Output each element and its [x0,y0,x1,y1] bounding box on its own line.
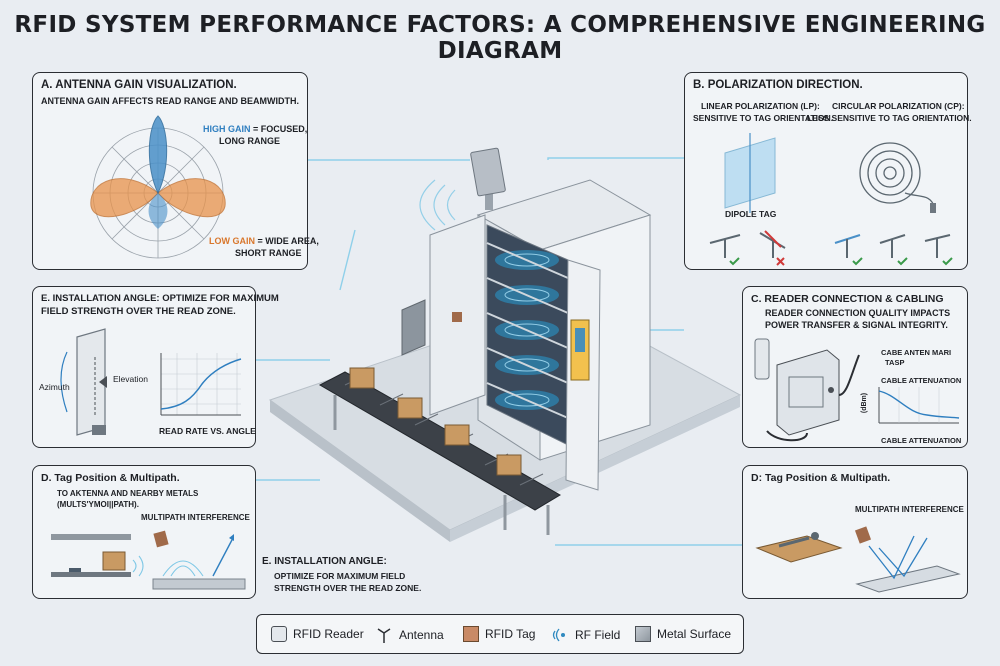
panel-d1-line2: (MULTS'YMOI||PATH). [57,500,139,509]
azimuth-label: Azimuth [39,382,70,392]
legend-reader: RFID Reader [271,626,364,642]
metal-swatch [635,626,651,642]
panel-c-line2: POWER TRANSFER & SIGNAL INTEGRITY. [765,320,948,330]
low-gain-label: LOW GAIN = WIDE AREA, [209,236,319,246]
antenna-angle-illustration [60,328,107,436]
panel-tag-position-left: D. Tag Position & Multipath. TO AKTENNA … [32,465,256,599]
panel-d2-interference: MULTIPATH INTERFERENCE [855,505,964,514]
cable-label-2: TASP [885,358,905,367]
panel-d1-interference: MULTIPATH INTERFERENCE [141,513,250,522]
panel-d2-title: D: Tag Position & Multipath. [751,472,891,484]
panel-c-title: C. READER CONNECTION & CABLING [751,293,944,305]
panel-tag-position-right: D: Tag Position & Multipath. MULTIPATH I… [742,465,968,599]
circular-line2: LESS SENSITIVE TO TAG ORIENTATION. [807,113,972,123]
page-title: RFID SYSTEM PERFORMANCE FACTORS: A COMPR… [14,12,986,64]
panel-reader-connection: C. READER CONNECTION & CABLING READER CO… [742,286,968,448]
elevation-label: Elevation [113,374,148,384]
cable-attenuation-bottom: CABLE ATTENUATION [881,436,962,445]
panel-e2-title: E. INSTALLATION ANGLE: [262,556,387,567]
attenuation-chart [878,387,960,424]
high-gain-label: HIGH GAIN = FOCUSED, [203,124,308,134]
panel-e1-title: E. INSTALLATION ANGLE: OPTIMIZE FOR MAXI… [41,293,279,304]
legend-field: RF Field [551,626,620,644]
multipath-illustration-left [51,530,246,590]
panel-a-title: A. ANTENNA GAIN VISUALIZATION. [41,79,237,91]
cable-label-1: CABE ANTEN MARI [881,348,952,357]
panel-e2-line2: STRENGTH OVER THE READ ZONE. [274,583,422,593]
panel-b-title: B. POLARIZATION DIRECTION. [693,79,863,91]
tag-swatch [463,626,479,642]
panel-e2-line1: OPTIMIZE FOR MAXIMUM FIELD [274,571,406,581]
high-gain-lobe [148,115,168,195]
multipath-illustration-right [755,526,961,593]
panel-a-subtitle: ANTENNA GAIN AFFECTS READ RANGE AND BEAM… [41,96,299,106]
connector-lines [256,157,742,546]
reader-cabling-illustration [754,338,860,442]
panel-antenna-gain: A. ANTENNA GAIN VISUALIZATION. ANTENNA G… [32,72,319,270]
panel-d1-line1: TO AKTENNA AND NEARBY METALS [57,489,199,498]
panel-e1-title-line2: FIELD STRENGTH OVER THE READ ZONE. [41,306,236,317]
legend-tag: RFID Tag [463,626,535,642]
linear-line2: SENSITIVE TO TAG ORIENTATION. [693,113,834,123]
panel-polarization: B. POLARIZATION DIRECTION. LINEAR POLARI… [684,72,972,270]
panel-installation-angle: E. INSTALLATION ANGLE: OPTIMIZE FOR MAXI… [32,286,279,448]
rfid-cabinet [429,147,652,491]
legend-antenna: Antenna [375,626,444,644]
reader-swatch [271,626,287,642]
high-gain-line2: LONG RANGE [219,136,281,146]
rf-field-icon [552,628,565,642]
dipole-tags [709,232,951,258]
circular-line1: CIRCULAR POLARIZATION (CP): [832,101,965,111]
polarization-illustration [709,133,953,266]
y-axis-label: (dBm) [861,392,869,414]
conveyor-belt [318,367,561,535]
polar-gain-plot [90,115,226,259]
legend-metal: Metal Surface [635,626,731,642]
read-rate-chart [160,353,242,416]
cable-attenuation-top: CABLE ATTENUATION [881,376,962,385]
circular-spiral [859,142,936,209]
panel-d1-title: D. Tag Position & Multipath. [41,472,180,484]
antenna-icon [377,628,391,643]
linear-line1: LINEAR POLARIZATION (LP): [701,101,820,111]
low-gain-line2: SHORT RANGE [235,248,302,258]
dipole-tag-label: DIPOLE TAG [725,209,777,219]
legend: RFID Reader Antenna RFID Tag RF Field Me… [256,614,744,654]
read-rate-caption: READ RATE VS. ANGLE [159,426,256,436]
panel-c-line1: READER CONNECTION QUALITY IMPACTS [765,308,951,318]
